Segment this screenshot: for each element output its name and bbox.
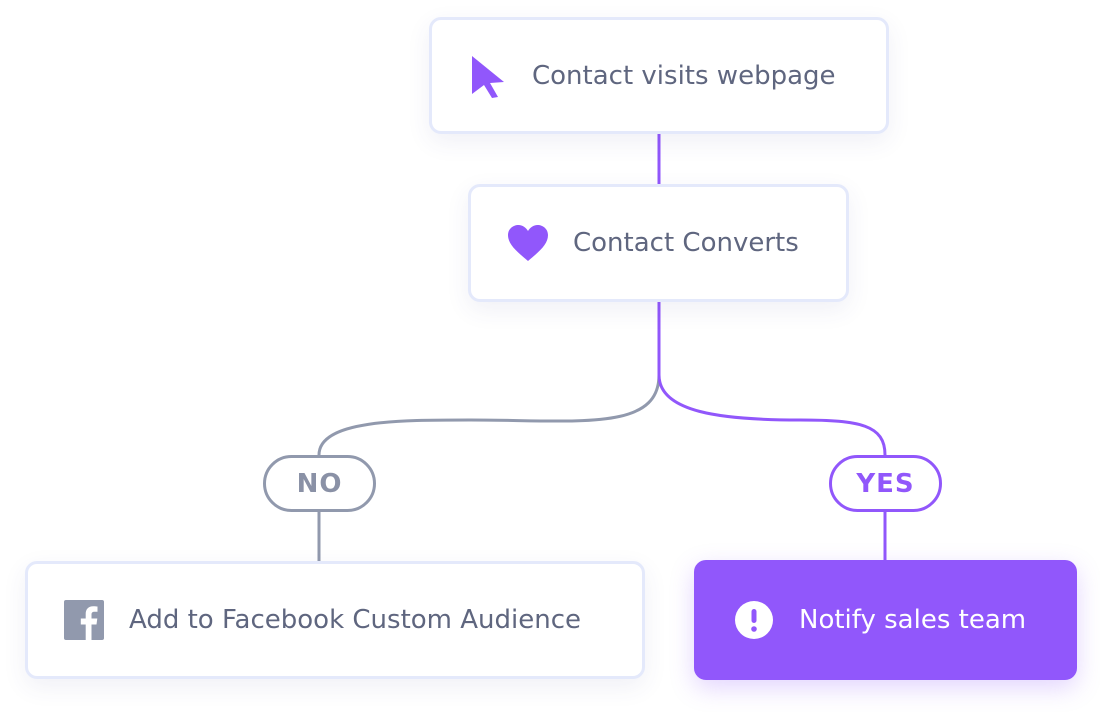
node-contact-converts: Contact Converts <box>468 184 849 302</box>
node-add-to-facebook-custom-audience: Add to Facebook Custom Audience <box>25 561 645 679</box>
branch-yes-badge: YES <box>829 455 942 512</box>
node-label: Contact Converts <box>573 228 799 258</box>
heart-icon <box>506 223 550 263</box>
node-label: Notify sales team <box>799 605 1027 635</box>
node-label: Contact visits webpage <box>532 60 836 91</box>
branch-no-badge: NO <box>263 455 376 512</box>
node-contact-visits-webpage: Contact visits webpage <box>429 17 889 134</box>
connector-convert-to-no <box>317 374 661 456</box>
facebook-icon <box>64 600 104 640</box>
node-label: Add to Facebook Custom Audience <box>129 605 582 635</box>
connector-convert-to-yes <box>657 302 887 456</box>
exclamation-circle-icon <box>734 600 774 640</box>
node-notify-sales-team: Notify sales team <box>694 560 1077 680</box>
cursor-arrow-icon <box>470 54 506 98</box>
